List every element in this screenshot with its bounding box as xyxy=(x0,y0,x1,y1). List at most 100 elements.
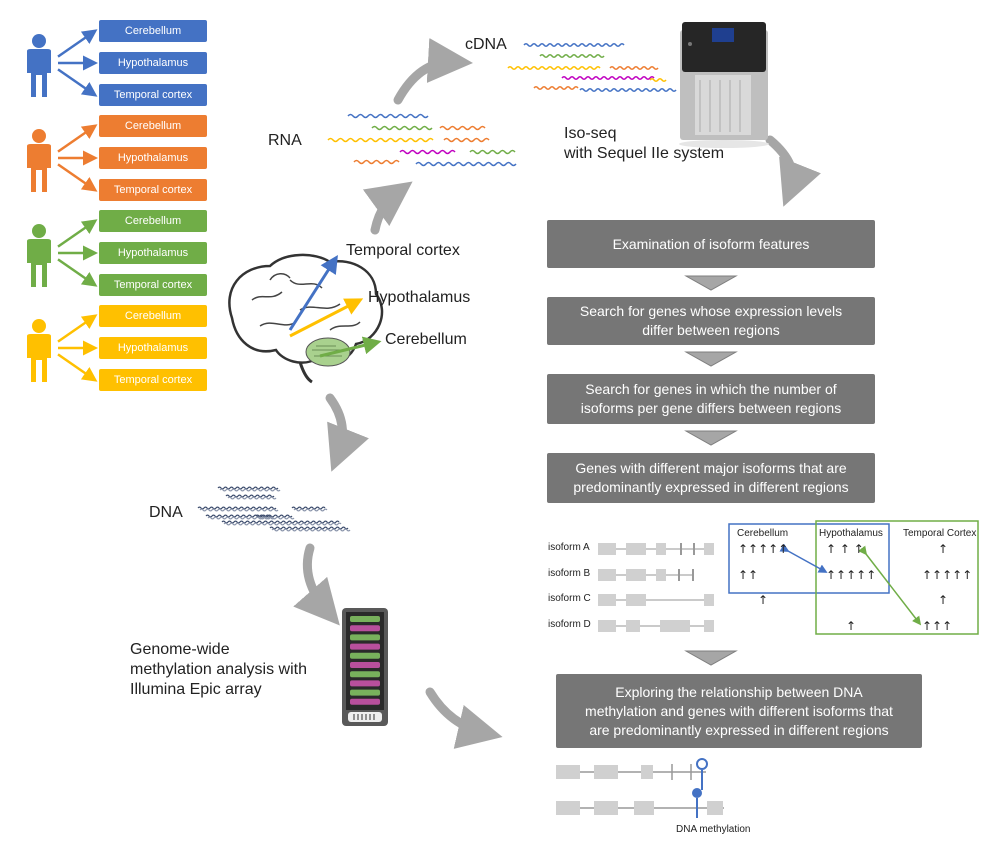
cdna-strands-icon xyxy=(507,43,677,92)
region-box-hypothalamus: Hypothalamus xyxy=(99,242,207,264)
methylation-caption: DNA methylation xyxy=(676,824,751,835)
sequencer-label: Iso-seq with Sequel IIe system xyxy=(564,125,725,162)
exon xyxy=(693,543,695,555)
cerebellum-label: Cerebellum xyxy=(385,331,467,348)
sequencer-icon xyxy=(679,22,769,148)
methylation-array-icon xyxy=(342,608,388,726)
isoform-name: isoform A xyxy=(548,542,590,553)
array-bar xyxy=(350,662,380,668)
exon xyxy=(598,569,616,581)
region-box-temporal-cortex: Temporal cortex xyxy=(99,369,207,391)
region-box-temporal-cortex: Temporal cortex xyxy=(99,179,207,201)
region-box-cerebellum: Cerebellum xyxy=(99,210,207,232)
donor-arrow xyxy=(57,314,98,343)
temporal-level: ↑ xyxy=(938,593,949,607)
dna-label: DNA xyxy=(149,504,183,521)
step-expression-levels: Search for genes whose expression levels… xyxy=(547,297,875,345)
arrow-cerebellum xyxy=(319,336,382,358)
isoform-name: isoform B xyxy=(548,568,591,579)
array-bar xyxy=(350,625,380,632)
exon xyxy=(598,594,616,606)
hypothalamus-level: ↑ ↑ ↑ xyxy=(826,542,864,556)
flow-arrow-dna-to-array xyxy=(293,543,340,626)
step-methylation-relationship: Exploring the relationship between DNA m… xyxy=(556,674,922,748)
donor-arrow xyxy=(57,124,98,153)
exon xyxy=(626,620,640,632)
col-header-cerebellum: Cerebellum xyxy=(737,528,789,539)
exon xyxy=(626,569,646,581)
exon xyxy=(656,569,666,581)
array-bar xyxy=(350,671,380,678)
exon xyxy=(704,543,714,555)
array-bar xyxy=(350,616,380,622)
rna-label: RNA xyxy=(268,132,302,149)
hypothalamus-level: ↑ xyxy=(846,619,857,633)
arrow-temporal-cortex xyxy=(288,254,338,331)
hypothalamus-label: Hypothalamus xyxy=(368,289,471,306)
isoform-switch-arrow-green xyxy=(858,545,922,626)
donor-arrow xyxy=(57,163,98,192)
col-header-temporal-cortex: Temporal Cortex xyxy=(903,528,977,539)
brain-region-arrows xyxy=(288,254,382,358)
rna-strands-icon xyxy=(327,113,517,167)
hypothalamus-level: ↑↑↑↑↑ xyxy=(826,568,877,582)
flow-arrows xyxy=(293,38,821,749)
region-box-cerebellum: Cerebellum xyxy=(99,305,207,327)
exon xyxy=(598,620,616,632)
flow-arrow-array-to-final xyxy=(425,687,503,749)
region-box-hypothalamus: Hypothalamus xyxy=(99,147,207,169)
exon xyxy=(660,620,690,632)
region-box-temporal-cortex: Temporal cortex xyxy=(99,274,207,296)
isoform-switch-arrow-blue xyxy=(779,543,828,573)
exon xyxy=(626,594,646,606)
cerebellum-level: ↑↑ xyxy=(738,568,759,582)
person-icon xyxy=(27,34,51,97)
cdna-label: cDNA xyxy=(465,36,507,53)
region-box-temporal-cortex: Temporal cortex xyxy=(99,84,207,106)
region-box-cerebellum: Cerebellum xyxy=(99,20,207,42)
array-bar xyxy=(350,652,380,659)
dna-strands-icon xyxy=(197,486,351,532)
temporal-cortex-label: Temporal cortex xyxy=(346,242,460,259)
region-box-cerebellum: Cerebellum xyxy=(99,115,207,137)
step-isoform-features: Examination of isoform features xyxy=(547,220,875,268)
array-label: Genome-wide methylation analysis with Il… xyxy=(130,641,307,698)
exon xyxy=(626,543,646,555)
exon xyxy=(692,569,694,581)
exon xyxy=(678,569,680,581)
step-isoform-number: Search for genes in which the number of … xyxy=(547,374,875,424)
array-bar xyxy=(350,643,380,650)
arrow-hypothalamus xyxy=(289,298,364,338)
methylation-gene-structures xyxy=(556,758,724,818)
brain-icon xyxy=(228,253,384,384)
person-icon xyxy=(27,129,51,192)
isoform-name: isoform D xyxy=(548,619,591,630)
step-major-isoforms: Genes with different major isoforms that… xyxy=(547,453,875,503)
donor-arrow xyxy=(57,353,98,382)
exon xyxy=(598,543,616,555)
array-bar xyxy=(350,634,380,641)
person-icon xyxy=(27,319,51,382)
donor-arrow xyxy=(57,29,98,58)
region-box-hypothalamus: Hypothalamus xyxy=(99,52,207,74)
flow-arrow-rna-to-cdna xyxy=(393,38,473,105)
flow-arrow-seq-to-steps xyxy=(765,135,821,207)
temporal-level: ↑↑↑ xyxy=(922,619,953,633)
array-bar xyxy=(350,680,380,687)
flow-arrow-brain-to-dna xyxy=(325,393,369,472)
temporal-level: ↑ xyxy=(938,542,949,556)
array-bar xyxy=(350,698,380,705)
temporal-region-box xyxy=(815,520,979,635)
exon xyxy=(656,543,666,555)
exon xyxy=(704,594,714,606)
step-arrows xyxy=(684,275,738,666)
cerebellum-level: ↑ xyxy=(758,593,769,607)
exon xyxy=(704,620,714,632)
exon xyxy=(680,543,682,555)
donor-arrow xyxy=(57,258,98,287)
array-bar xyxy=(350,689,380,696)
cerebellum-level: ↑↑↑↑↑ xyxy=(738,542,789,556)
person-icon xyxy=(27,224,51,287)
donor-arrow xyxy=(57,68,98,97)
